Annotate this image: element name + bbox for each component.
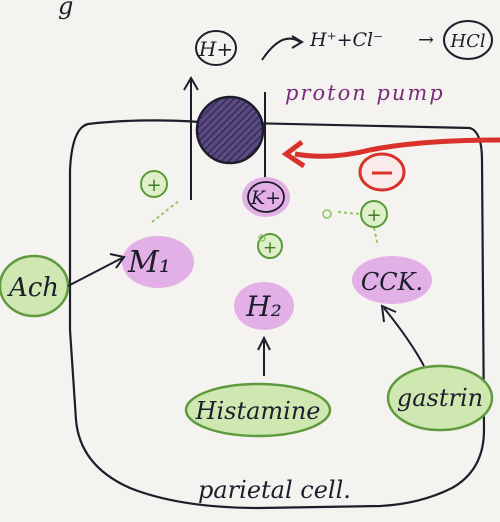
h2-plus-sign: + (263, 238, 277, 258)
equation-arrow: → (418, 29, 434, 51)
inhibitor-arrow-icon (295, 140, 500, 156)
top-partial-label: g (58, 0, 73, 20)
k-plus-label: K+ (250, 187, 281, 209)
gastrin-label: gastrin (397, 384, 483, 412)
h2-label: H₂ (245, 290, 282, 323)
equation-reactants: H⁺+Cl⁻ (309, 29, 383, 51)
h2-stimulation: + (258, 234, 282, 258)
curved-arrow-head-icon (292, 36, 302, 48)
h-plus-top-label: H+ (198, 37, 233, 61)
proton-pump-label: proton pump (285, 81, 445, 105)
cck-plus-sign: + (366, 205, 381, 226)
m1-plus-sign: + (146, 175, 161, 196)
m1-label: M₁ (127, 245, 171, 280)
ach-label: Ach (7, 273, 59, 303)
cck-label: CCK. (361, 268, 423, 296)
cell-label: parietal cell. (198, 476, 351, 504)
ach-to-m1-arrow (68, 258, 122, 286)
cck-stimulation: + (323, 201, 387, 246)
gastrin-to-cck-arrow (384, 308, 424, 366)
h-plus-top: H+ (196, 31, 236, 65)
proton-pump-circle (197, 97, 263, 163)
m1-stimulation: + (141, 171, 180, 222)
histamine-label: Histamine (195, 397, 321, 425)
curved-arrow-icon (262, 39, 300, 60)
equation-product: HCl (449, 31, 485, 52)
